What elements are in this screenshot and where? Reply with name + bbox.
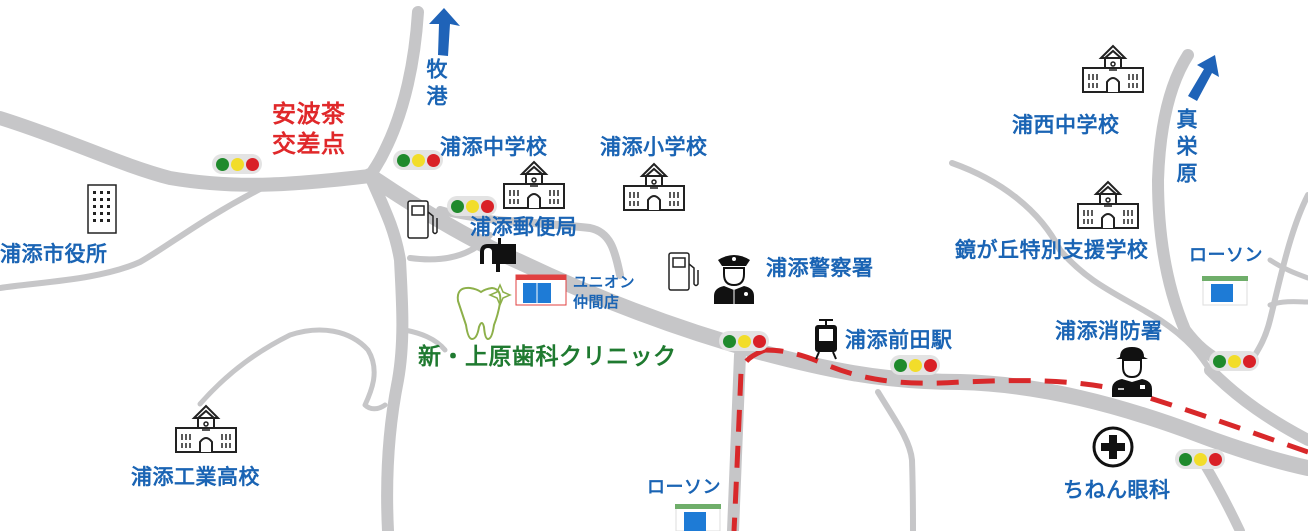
landmark-label-chinen-eye: ちねん眼科 xyxy=(1063,478,1171,502)
direction-label-makiminato: 牧港 xyxy=(424,58,448,112)
destination-label: 新・上原歯科クリニック xyxy=(418,344,677,370)
landmark-label-lawson-s: ローソン xyxy=(647,477,721,498)
school-icon xyxy=(1077,180,1139,229)
landmark-label-fire-station: 浦添消防署 xyxy=(1055,319,1163,343)
traffic-light-icon xyxy=(890,355,940,375)
traffic-light-icon xyxy=(393,150,443,170)
landmark-label-kagamigaoka: 鏡が丘特別支援学校 xyxy=(955,238,1149,262)
traffic-light-icon xyxy=(1209,351,1259,371)
arrow-up-right-icon xyxy=(1188,55,1219,101)
union-label-line2: 仲間店 xyxy=(573,292,620,311)
traffic-light-icon xyxy=(719,331,769,351)
landmark-label-urasoe-jhs: 浦添中学校 xyxy=(440,135,548,159)
store-icon xyxy=(515,274,567,306)
direction-label-maehara: 真栄原 xyxy=(1174,108,1198,189)
landmark-label-uranishi-jhs: 浦西中学校 xyxy=(1012,113,1120,137)
traffic-light-icon xyxy=(1175,449,1225,469)
intersection-line1: 安波茶 xyxy=(272,100,346,128)
mailbox-icon xyxy=(480,238,516,272)
school-icon xyxy=(175,404,237,453)
landmark-label-police: 浦添警察署 xyxy=(766,256,874,280)
intersection-line2: 交差点 xyxy=(272,130,346,158)
landmark-label-technical-hs: 浦添工業高校 xyxy=(131,465,260,489)
landmark-label-union: ユニオン 仲間店 xyxy=(573,273,635,312)
school-icon xyxy=(1082,44,1144,93)
medical-cross-icon xyxy=(1092,426,1134,468)
gas-station-icon xyxy=(407,200,438,239)
school-icon xyxy=(503,160,565,209)
union-label-line1: ユニオン xyxy=(573,273,636,291)
monorail-train-icon xyxy=(815,319,837,360)
convenience-store-icon xyxy=(1202,276,1248,306)
office-building-icon xyxy=(87,184,117,234)
landmark-label-station: 浦添前田駅 xyxy=(845,328,953,352)
convenience-store-icon xyxy=(675,504,721,531)
landmark-label-post-office: 浦添郵便局 xyxy=(470,215,578,239)
arrow-up-icon xyxy=(429,8,460,56)
landmark-label-lawson-ne: ローソン xyxy=(1189,245,1263,266)
gas-station-icon xyxy=(668,252,699,291)
firefighter-icon xyxy=(1112,347,1152,397)
police-officer-icon xyxy=(714,255,754,304)
school-icon xyxy=(623,162,685,211)
traffic-light-icon xyxy=(447,196,497,216)
tooth-icon xyxy=(456,283,512,341)
intersection-label: 安波茶 交差点 xyxy=(272,99,346,159)
landmark-label-city-hall: 浦添市役所 xyxy=(0,242,108,266)
landmark-label-urasoe-es: 浦添小学校 xyxy=(600,135,708,159)
traffic-light-icon xyxy=(212,154,262,174)
